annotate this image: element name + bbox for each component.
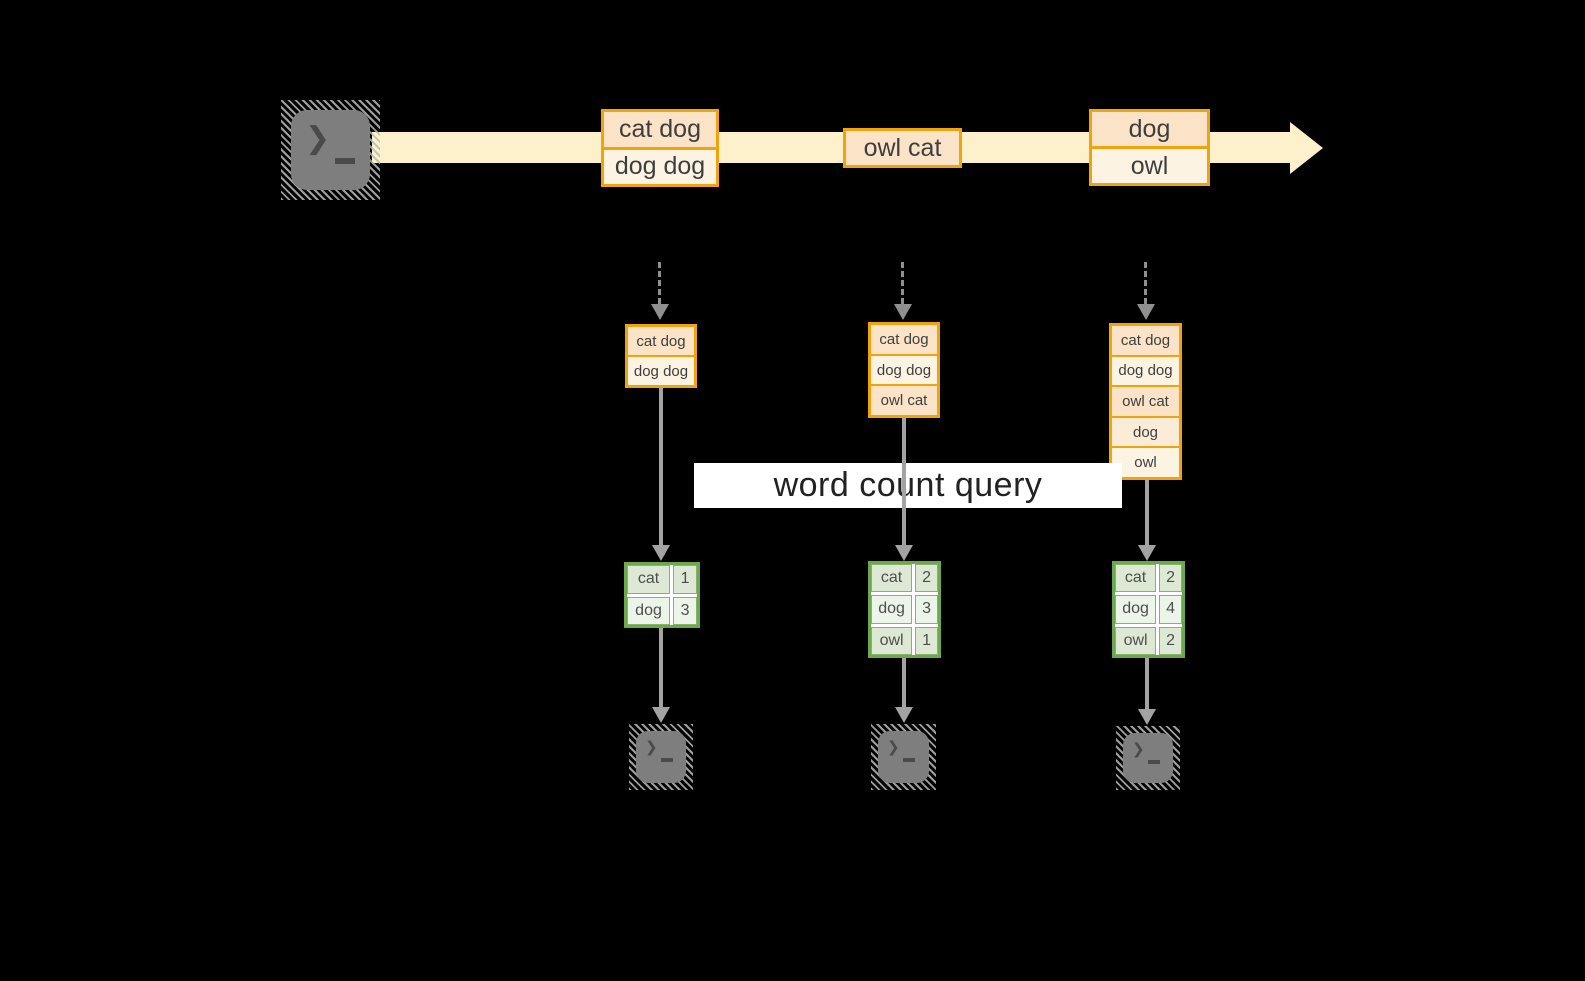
output-terminal-2-icon: ❯ [871, 724, 936, 790]
count-table-1: cat 1 dog 3 [624, 562, 700, 628]
output-terminal-1-icon: ❯ [629, 724, 693, 790]
stream-batch-2-box: owl cat [843, 128, 962, 168]
trigger-arrow-1 [658, 262, 661, 304]
stream-record: dog dog [604, 146, 716, 184]
stream-record: dog [1092, 112, 1207, 146]
query-arrow-2 [902, 418, 906, 546]
state-record: dog dog [628, 355, 694, 385]
count-cell: 2 [1159, 626, 1182, 655]
source-terminal-icon: ❯ [281, 100, 380, 200]
prompt-cursor-icon [1148, 760, 1160, 764]
count-cell: 1 [673, 565, 697, 594]
word-cell: dog [1115, 595, 1157, 624]
stream-batch-3-box: dog owl [1089, 109, 1210, 186]
terminal-screen: ❯ [291, 110, 370, 190]
trigger-arrowhead-3-icon [1137, 304, 1155, 320]
output-arrowhead-1-icon [652, 707, 670, 723]
prompt-chevron-icon: ❯ [645, 739, 658, 756]
query-arrow-3 [1145, 480, 1149, 546]
word-cell: owl [1115, 626, 1157, 655]
trigger-arrow-2 [901, 262, 904, 304]
prompt-cursor-icon [335, 158, 355, 164]
query-arrowhead-3-icon [1138, 545, 1156, 561]
trigger-arrowhead-2-icon [894, 304, 912, 320]
count-cell: 3 [915, 595, 938, 624]
output-arrowhead-2-icon [895, 707, 913, 723]
trigger-arrow-3 [1144, 262, 1147, 304]
prompt-chevron-icon: ❯ [887, 739, 900, 756]
stream-record: cat dog [604, 112, 716, 147]
word-cell: cat [1115, 564, 1157, 593]
query-arrowhead-2-icon [895, 545, 913, 561]
state-box-1: cat dog dog dog [625, 324, 697, 388]
count-cell: 4 [1159, 595, 1182, 624]
terminal-screen: ❯ [878, 731, 929, 783]
state-record: cat dog [871, 325, 937, 354]
stream-batch-1-box: cat dog dog dog [601, 109, 719, 187]
state-record: cat dog [628, 327, 694, 355]
count-cell: 2 [1159, 564, 1182, 593]
state-box-2: cat dog dog dog owl cat [868, 322, 940, 418]
state-record: dog dog [871, 353, 937, 385]
count-table-3: cat 2 dog 4 owl 2 [1112, 561, 1185, 658]
state-record: dog dog [1112, 354, 1179, 386]
trigger-arrowhead-1-icon [651, 304, 669, 320]
count-table-2: cat 2 dog 3 owl 1 [868, 561, 941, 658]
count-cell: 1 [915, 626, 938, 655]
state-box-3: cat dog dog dog owl cat dog owl [1109, 323, 1182, 480]
terminal-screen: ❯ [636, 731, 686, 783]
prompt-cursor-icon [661, 758, 673, 762]
query-banner-label: word count query [773, 466, 1043, 504]
word-cell: dog [871, 595, 913, 624]
query-banner: word count query [694, 463, 1122, 508]
output-terminal-3-icon: ❯ [1116, 726, 1180, 790]
word-cell: dog [627, 596, 671, 625]
word-cell: cat [871, 564, 913, 593]
query-arrow-1 [659, 388, 663, 546]
stream-arrowhead-icon [1290, 122, 1323, 174]
stream-record: owl [1092, 146, 1207, 183]
output-arrow-1 [659, 628, 663, 708]
output-arrow-2 [902, 658, 906, 708]
state-record: owl cat [1112, 385, 1179, 416]
query-arrowhead-1-icon [652, 545, 670, 561]
state-record: owl cat [871, 384, 937, 416]
prompt-chevron-icon: ❯ [1132, 741, 1145, 758]
state-record: dog [1112, 415, 1179, 447]
terminal-screen: ❯ [1123, 733, 1173, 783]
word-cell: owl [871, 626, 913, 655]
word-cell: cat [627, 565, 671, 594]
state-record: cat dog [1112, 326, 1179, 355]
count-cell: 2 [915, 564, 938, 593]
prompt-chevron-icon: ❯ [305, 122, 331, 155]
state-record: owl [1112, 446, 1179, 477]
output-arrow-3 [1145, 658, 1149, 710]
prompt-cursor-icon [903, 758, 915, 762]
output-arrowhead-3-icon [1138, 709, 1156, 725]
stream-record: owl cat [846, 131, 959, 165]
count-cell: 3 [673, 596, 697, 625]
